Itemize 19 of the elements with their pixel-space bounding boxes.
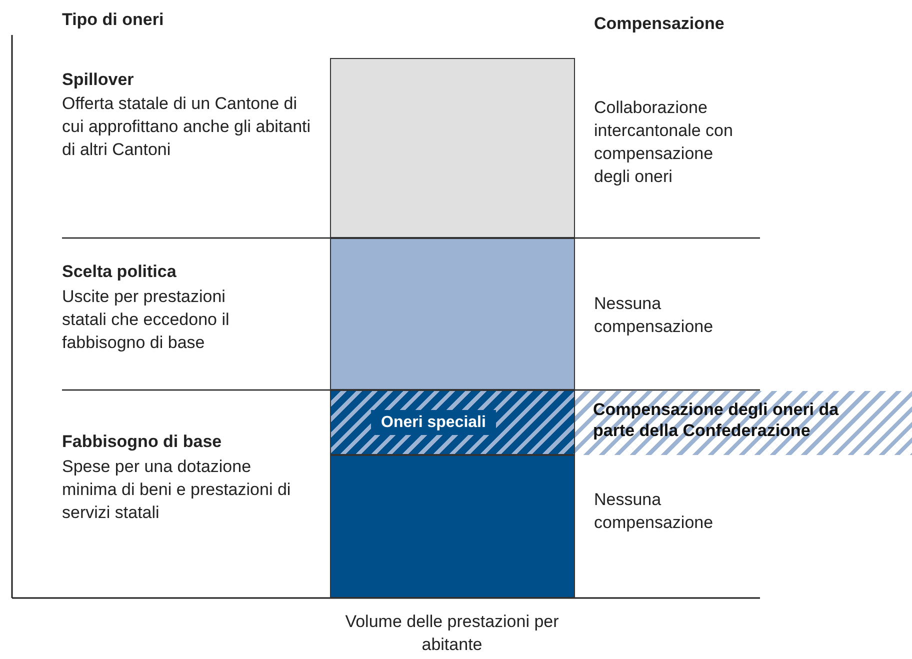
column-heading: Tipo di oneri xyxy=(62,9,165,31)
bar-segment xyxy=(330,455,575,598)
category-description: Spese per una dotazione minima di beni e prestazioni di servizi statali xyxy=(62,456,292,524)
segment-label: Oneri speciali xyxy=(371,410,496,435)
category-heading: Fabbisogno di base xyxy=(62,431,223,453)
category-heading: Spillover xyxy=(62,69,135,91)
bar-segment xyxy=(330,58,575,238)
hatched-bar-segment xyxy=(330,390,575,455)
compensation-text: Collaborazione intercantonale con compensazione degli oneri xyxy=(594,97,734,188)
column-heading: Compensazione xyxy=(594,13,726,35)
category-description: Offerta statale di un Cantone di cui approfittano anche gli abitanti di altri Cantoni xyxy=(62,93,312,161)
hatched-band xyxy=(575,391,912,455)
band-label: Compensazione degli oneri da parte della Confederazione xyxy=(593,399,840,441)
category-description: Uscite per prestazioni statali che eccedono il fabbisogno di base xyxy=(62,286,230,354)
axis-label: Volume delle prestazioni per abitante xyxy=(344,611,560,656)
compensation-text: Nessuna compensazione xyxy=(594,489,714,534)
category-heading: Scelta politica xyxy=(62,261,178,283)
compensation-text: Nessuna compensazione xyxy=(594,293,714,338)
bar-segment xyxy=(330,238,575,390)
